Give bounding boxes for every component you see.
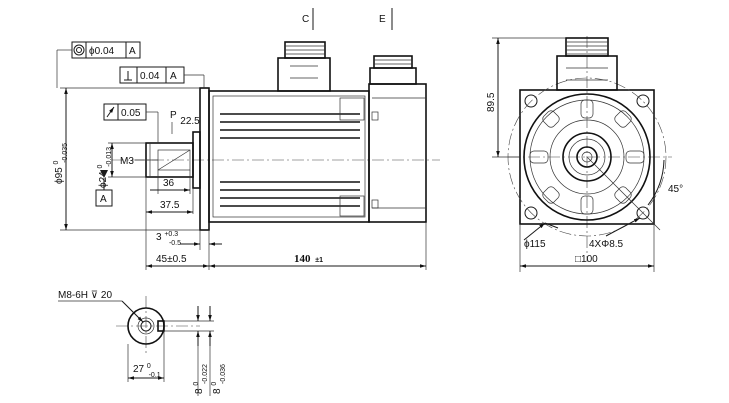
chamfer-label: P 22.5 [170,110,200,127]
flange-diameter-label: ϕ95 0 -0.035 [50,143,69,184]
section-markers: C E [302,8,393,30]
thread-callout-label: M8-6H ⊽ 20 [58,290,112,301]
datum-a-label: A [100,194,107,205]
pcd-label: ϕ115 [524,239,546,250]
end-height-label: 89.5 [486,92,497,112]
tolerance-frame-concentricity: ϕ0.04 A [56,41,141,88]
shaft-length-label: 37.5 [160,200,180,211]
key-width-label-2: 8 0 -0.036 [208,364,227,394]
shaft-extension-label: 45±0.5 [156,254,187,265]
concentricity-value: ϕ0.04 [89,46,115,57]
key-width-label-1: 8 0 -0.022 [190,364,209,394]
square-label: □100 [575,254,598,265]
holes-label: 4XΦ8.5 [589,239,624,250]
end-view [507,36,672,262]
side-view [112,41,440,231]
section-marker-e: E [379,14,386,25]
thread-m3-label: M3 [120,156,134,167]
end-view-dimensions: 89.5 45° ϕ115 4XΦ8.5 □100 [486,37,683,272]
tolerance-frame-runout: 0.05 [103,103,159,143]
shaft-section-view: M8-6H ⊽ 20 27 0 -0.1 8 0 -0.022 8 [58,290,227,396]
perpendicularity-datum: A [170,71,177,82]
angle-label: 45° [668,184,683,195]
tolerance-frame-perpendicularity: 0.04 A [119,66,205,88]
body-length-label: 140 ±1 [294,253,323,265]
key-length-label: 36 [163,178,175,189]
concentricity-datum: A [129,46,136,57]
spigot-label: 3 +0.3 -0.5 [156,228,181,247]
perpendicularity-value: 0.04 [140,71,160,82]
key-height-label: 27 0 -0.1 [133,360,161,379]
runout-value: 0.05 [121,108,141,119]
section-marker-c: C [302,14,309,25]
side-view-dimensions: ϕ95 0 -0.035 ϕ24 0 -0.013 A M3 36 37.5 [50,41,427,270]
